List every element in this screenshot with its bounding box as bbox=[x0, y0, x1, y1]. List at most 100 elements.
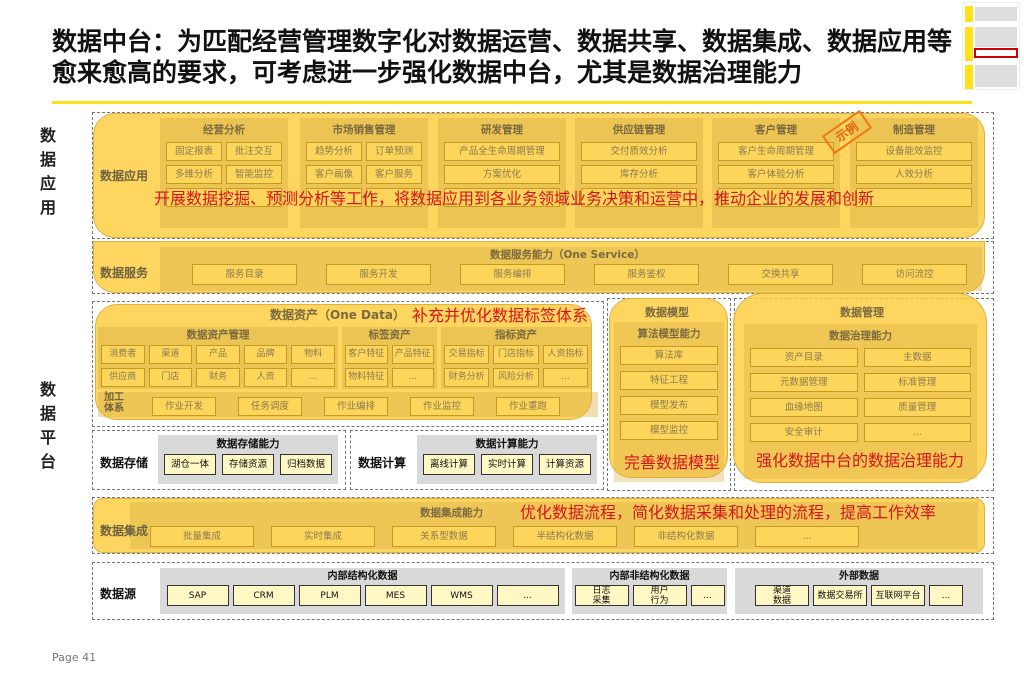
asset-group-title: 标签资产 bbox=[368, 329, 411, 341]
app-item: 库存分析 bbox=[581, 165, 697, 184]
model-title: 数据模型 bbox=[645, 306, 689, 319]
integration-annotation: 优化数据流程，简化数据采集和处理的流程，提高工作效率 bbox=[520, 503, 937, 522]
app-item: 智能监控 bbox=[226, 165, 282, 184]
asset-item: 人资指标 bbox=[542, 345, 588, 364]
app-item bbox=[306, 188, 362, 207]
storage-item: 归档数据 bbox=[280, 454, 332, 475]
asset-item: 产品特征 bbox=[391, 345, 434, 364]
title-underline bbox=[52, 101, 972, 104]
process-item: 任务调度 bbox=[238, 397, 302, 416]
asset-item: 财务分析 bbox=[444, 368, 490, 387]
model-item: 特征工程 bbox=[620, 371, 718, 390]
asset-item: 物料特征 bbox=[345, 368, 388, 387]
integration-item: ... bbox=[755, 526, 859, 547]
source-item: CRM bbox=[232, 585, 295, 606]
service-item: 服务鉴权 bbox=[594, 264, 699, 285]
app-group: 制造管理设备能效监控人效分析 bbox=[850, 118, 978, 228]
integration-item: 批量集成 bbox=[150, 526, 254, 547]
asset-group: 指标资产交易指标门店指标人资指标财务分析风险分析... bbox=[441, 327, 591, 389]
management-items: 资产目录主数据元数据管理标准管理血缘地图质量管理安全审计... bbox=[744, 348, 977, 442]
source-group-title: 内部结构化数据 bbox=[327, 571, 398, 582]
app-item: 客户生命周期管理 bbox=[718, 142, 834, 161]
source-item: 日志 采集 bbox=[574, 585, 629, 606]
asset-group-items: 交易指标门店指标人资指标财务分析风险分析... bbox=[441, 345, 591, 387]
asset-item: 消费者 bbox=[101, 345, 145, 364]
management-item: 主数据 bbox=[863, 348, 971, 367]
app-item: 多维分析 bbox=[166, 165, 222, 184]
app-item bbox=[856, 188, 972, 207]
app-item: 方案优化 bbox=[444, 165, 560, 184]
asset-item: 产品 bbox=[196, 345, 240, 364]
process-item: 作业监控 bbox=[410, 397, 474, 416]
assets-annotation: 补充并优化数据标签体系 bbox=[412, 306, 589, 325]
page-title: 数据中台：为匹配经营管理数字化对数据运营、数据共享、数据集成、数据应用等愈来愈高… bbox=[52, 27, 953, 87]
source-item: 互联网平台 bbox=[871, 585, 925, 606]
integration-item: 实时集成 bbox=[271, 526, 375, 547]
assets-title: 数据资产（One Data） bbox=[270, 308, 405, 322]
app-group: 供应链管理交付质效分析库存分析 bbox=[575, 118, 703, 228]
compute-panel: 数据计算能力 离线计算实时计算计算资源 bbox=[417, 435, 597, 484]
management-item: 质量管理 bbox=[863, 398, 971, 417]
asset-item: 客户特征 bbox=[345, 345, 388, 364]
storage-item: 存储资源 bbox=[222, 454, 274, 475]
asset-item: 门店指标 bbox=[493, 345, 539, 364]
source-item: MES bbox=[364, 585, 427, 606]
app-item: 趋势分析 bbox=[306, 142, 362, 161]
asset-group: 标签资产客户特征产品特征物料特征... bbox=[342, 327, 437, 389]
asset-item: 交易指标 bbox=[444, 345, 490, 364]
app-item bbox=[166, 188, 222, 207]
app-item: 客户画像 bbox=[306, 165, 362, 184]
app-item: 交付质效分析 bbox=[581, 142, 697, 161]
model-annotation: 完善数据模型 bbox=[623, 453, 720, 472]
asset-item: 人资 bbox=[243, 368, 288, 387]
integration-item: 关系型数据 bbox=[392, 526, 496, 547]
source-item: ... bbox=[690, 585, 725, 606]
management-title: 数据管理 bbox=[840, 306, 884, 319]
integration-item: 半结构化数据 bbox=[513, 526, 617, 547]
app-group-title: 研发管理 bbox=[481, 124, 523, 136]
compute-section bbox=[350, 430, 604, 490]
storage-title: 数据存储能力 bbox=[216, 438, 280, 450]
source-group-title: 内部非结构化数据 bbox=[609, 571, 690, 582]
management-item: 资产目录 bbox=[750, 348, 858, 367]
model-item: 算法库 bbox=[620, 346, 718, 365]
app-group-items: 趋势分析订单预测客户画像客户服务 bbox=[300, 142, 428, 207]
app-item bbox=[366, 188, 422, 207]
service-item: 服务开发 bbox=[326, 264, 431, 285]
app-item: 固定报表 bbox=[166, 142, 222, 161]
service-item: 访问流控 bbox=[862, 264, 967, 285]
asset-group-items: 消费者渠道产品品牌物料供应商门店财务人资... bbox=[98, 345, 338, 387]
asset-item: 财务 bbox=[196, 368, 240, 387]
app-item: 产品全生命周期管理 bbox=[444, 142, 560, 161]
app-item: 客户服务 bbox=[366, 165, 422, 184]
model-item: 模型发布 bbox=[620, 396, 718, 415]
service-item: 交换共享 bbox=[728, 264, 833, 285]
app-section bbox=[92, 112, 994, 239]
app-annotation: 开展数据挖掘、预测分析等工作，将数据应用到各业务领域业务决策和运营中，推动企业的… bbox=[154, 189, 875, 208]
assets-section bbox=[92, 301, 604, 427]
asset-item: 风险分析 bbox=[493, 368, 539, 387]
service-panel bbox=[160, 247, 982, 291]
model-sub: 算法模型能力 bbox=[637, 328, 701, 340]
integration-section bbox=[92, 497, 994, 554]
app-group-items: 客户生命周期管理客户体验分析 bbox=[712, 142, 840, 207]
compute-items: 离线计算实时计算计算资源 bbox=[423, 454, 591, 475]
app-group-items: 固定报表批注交互多维分析智能监控 bbox=[160, 142, 288, 207]
source-item: SAP bbox=[166, 585, 229, 606]
app-group-title: 客户管理 bbox=[755, 124, 797, 136]
storage-items: 湖仓一体存储资源归档数据 bbox=[164, 454, 332, 475]
compute-item: 实时计算 bbox=[481, 454, 533, 475]
page-number: Page 41 bbox=[52, 651, 97, 664]
integration-item: 非结构化数据 bbox=[634, 526, 738, 547]
storage-panel: 数据存储能力 湖仓一体存储资源归档数据 bbox=[158, 435, 338, 484]
source-section bbox=[92, 562, 994, 620]
model-items: 算法库特征工程模型发布模型监控 bbox=[614, 346, 724, 440]
asset-item: 物料 bbox=[291, 345, 335, 364]
source-label: 数据源 bbox=[100, 587, 137, 601]
management-item: 安全审计 bbox=[750, 423, 858, 442]
management-annotation: 强化数据中台的数据治理能力 bbox=[756, 451, 965, 470]
app-group: 客户管理客户生命周期管理客户体验分析 bbox=[712, 118, 840, 228]
asset-item: ... bbox=[542, 368, 588, 387]
